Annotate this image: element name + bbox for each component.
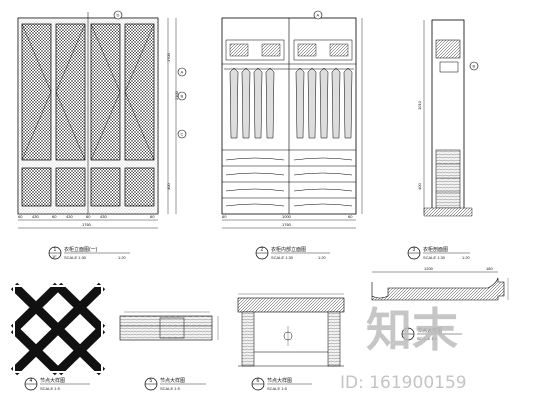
v3-dim-left-1: 1010 — [417, 100, 422, 110]
view-5-rail-detail — [119, 311, 219, 341]
v2-dim-b2: 60 — [348, 214, 353, 219]
view-7-cornice-detail: 1200 180 — [371, 266, 509, 301]
view-5-scale: SCALE 1:5 — [160, 386, 181, 391]
v7-dim-top-1: 1200 — [424, 266, 434, 271]
v1-dim-b2: 60 — [52, 214, 57, 219]
view-2-number: 2 — [261, 247, 264, 253]
view-1-number: 1 — [54, 247, 57, 253]
view-6-number: 6 — [257, 378, 260, 384]
view-3-title-block: 3 衣柜剖面图 SCALE 1:30 1:20 — [407, 246, 471, 260]
v1-callout-d-label: D — [117, 13, 120, 18]
view-6-base-detail — [237, 293, 345, 367]
view-3-title: 衣柜剖面图 — [423, 246, 448, 253]
v1-dim-right-1: 1700 — [166, 52, 171, 62]
view-1-wardrobe-elevation: 1700 2100 400 A B C D 60 430 60 430 60 4… — [17, 10, 187, 229]
view-2-scale: SCALE 1:30 — [271, 255, 294, 260]
view-3-scale-right: 1:20 — [462, 255, 471, 260]
v1-dim-right-2: 2100 — [174, 90, 179, 100]
view-3-number: 3 — [413, 247, 416, 253]
view-1-title-block: 1 1F 衣柜立面图(一) SCALE 1:30 1:20 — [48, 246, 130, 260]
v1-dim-b6: 60 — [150, 214, 155, 219]
v1-callout-a — [177, 67, 187, 77]
view-2-top-shelves — [222, 39, 356, 65]
view-2-title-block: 2 衣柜内部立面图 SCALE 1:30 1:20 — [255, 246, 330, 260]
v1-callout-d — [113, 10, 123, 20]
view-1-scale: SCALE 1:30 — [64, 255, 87, 260]
view-7-number: 7 — [407, 328, 410, 334]
view-4-title: 节点大样图 — [40, 377, 65, 384]
view-3-section: 1010 400 B — [417, 19, 479, 217]
v2-dim-b0: 60 — [222, 214, 227, 219]
v1-dim-b0: 60 — [18, 214, 23, 219]
v7-dim-top-2: 180 — [486, 266, 493, 271]
v3-callout-b — [469, 61, 479, 71]
view-7-title: 节点大样图 — [417, 327, 442, 334]
view-3-scale: SCALE 1:30 — [423, 255, 446, 260]
v1-dim-right-3: 400 — [166, 183, 171, 190]
view-5-number: 5 — [150, 378, 153, 384]
v1-callout-a-label: A — [181, 70, 184, 75]
v1-callout-b — [177, 91, 187, 101]
view-6-title: 节点大样图 — [267, 377, 292, 384]
view-1-scale-right: 1:20 — [118, 255, 127, 260]
view-2-scale-right: 1:20 — [318, 255, 327, 260]
view-2-drawers — [222, 149, 356, 207]
view-7-scale: SCALE 1:5 — [417, 336, 438, 341]
view-5-title: 节点大样图 — [160, 377, 185, 384]
view-1-side-tag: 1F — [52, 254, 57, 259]
view-5-title-block: 5 节点大样图 SCALE 1:5 — [144, 377, 206, 391]
view-7-title-block: 7 节点大样图 SCALE 1:5 — [401, 327, 462, 341]
v1-dim-b1: 430 — [32, 214, 39, 219]
watermark: 知末 ID: 161900159 — [340, 303, 467, 393]
v1-dim-total: 1760 — [82, 222, 92, 227]
view-2-interior-elevation: A 60 1000 60 1760 — [221, 10, 363, 229]
v1-callout-c-label: C — [181, 132, 184, 137]
view-1-title: 衣柜立面图(一) — [64, 246, 98, 253]
view-2-hanging-garments — [224, 67, 354, 139]
view-6-scale: SCALE 1:5 — [267, 386, 288, 391]
view-4-title-block: 4 节点大样图 SCALE 1:5 — [24, 377, 90, 391]
watermark-id-text: ID: 161900159 — [340, 373, 467, 393]
v2-callout-a — [313, 10, 323, 20]
watermark-logo-text: 知末 — [366, 303, 458, 357]
v3-callout-b-label: B — [473, 64, 476, 69]
view-4-scale: SCALE 1:5 — [40, 386, 61, 391]
v2-dim-b1: 1000 — [282, 214, 292, 219]
v2-callout-a-label: A — [317, 13, 320, 18]
view-2-title: 衣柜内部立面图 — [271, 246, 306, 253]
view-4-lattice-detail — [10, 282, 106, 376]
view-1-door-panels — [21, 12, 155, 214]
view-6-title-block: 6 节点大样图 SCALE 1:5 — [251, 377, 312, 391]
v1-dim-b5: 430 — [100, 214, 107, 219]
v2-dim-total: 1760 — [282, 222, 292, 227]
v1-dim-b4: 60 — [86, 214, 91, 219]
v1-callout-c — [177, 129, 187, 139]
v1-callout-b-label: B — [181, 94, 184, 99]
v3-dim-left-2: 400 — [417, 183, 422, 190]
v1-dim-b3: 430 — [66, 214, 73, 219]
view-4-number: 4 — [30, 378, 33, 384]
